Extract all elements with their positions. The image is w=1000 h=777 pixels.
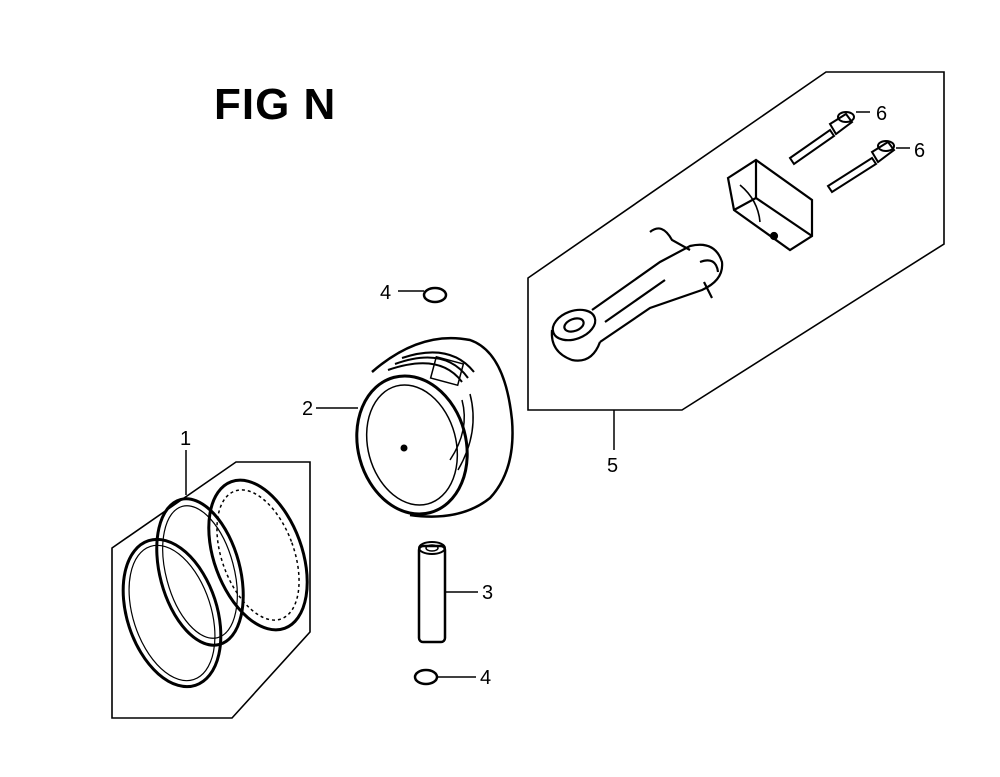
callout-5: 5 [607,455,618,477]
rod-bolt-upper [788,111,870,166]
piston-pin-clip-top [398,286,448,304]
top-ring [121,537,223,689]
callout-6-upper: 6 [876,103,887,125]
rod-assembly-box [527,71,945,411]
callout-4-bottom: 4 [480,667,491,689]
piston-pin [417,541,478,644]
oil-ring [207,478,309,632]
callout-1: 1 [180,428,191,450]
callout-6-lower: 6 [914,140,925,162]
ring-set-box [111,461,311,719]
connecting-rod [550,227,724,362]
rod-cap [726,158,814,252]
figure-title: FIG N [214,80,337,129]
piston-crown [355,374,469,516]
piston-ring-set [111,450,311,719]
second-ring [155,497,245,647]
callout-3: 3 [482,582,493,604]
piston-pin-clip-bottom [413,668,476,686]
connecting-rod-assembly [527,71,945,450]
rod-bolt-lower [826,140,910,194]
callout-4-top: 4 [380,282,391,304]
piston [316,336,514,518]
callout-2: 2 [302,398,313,420]
